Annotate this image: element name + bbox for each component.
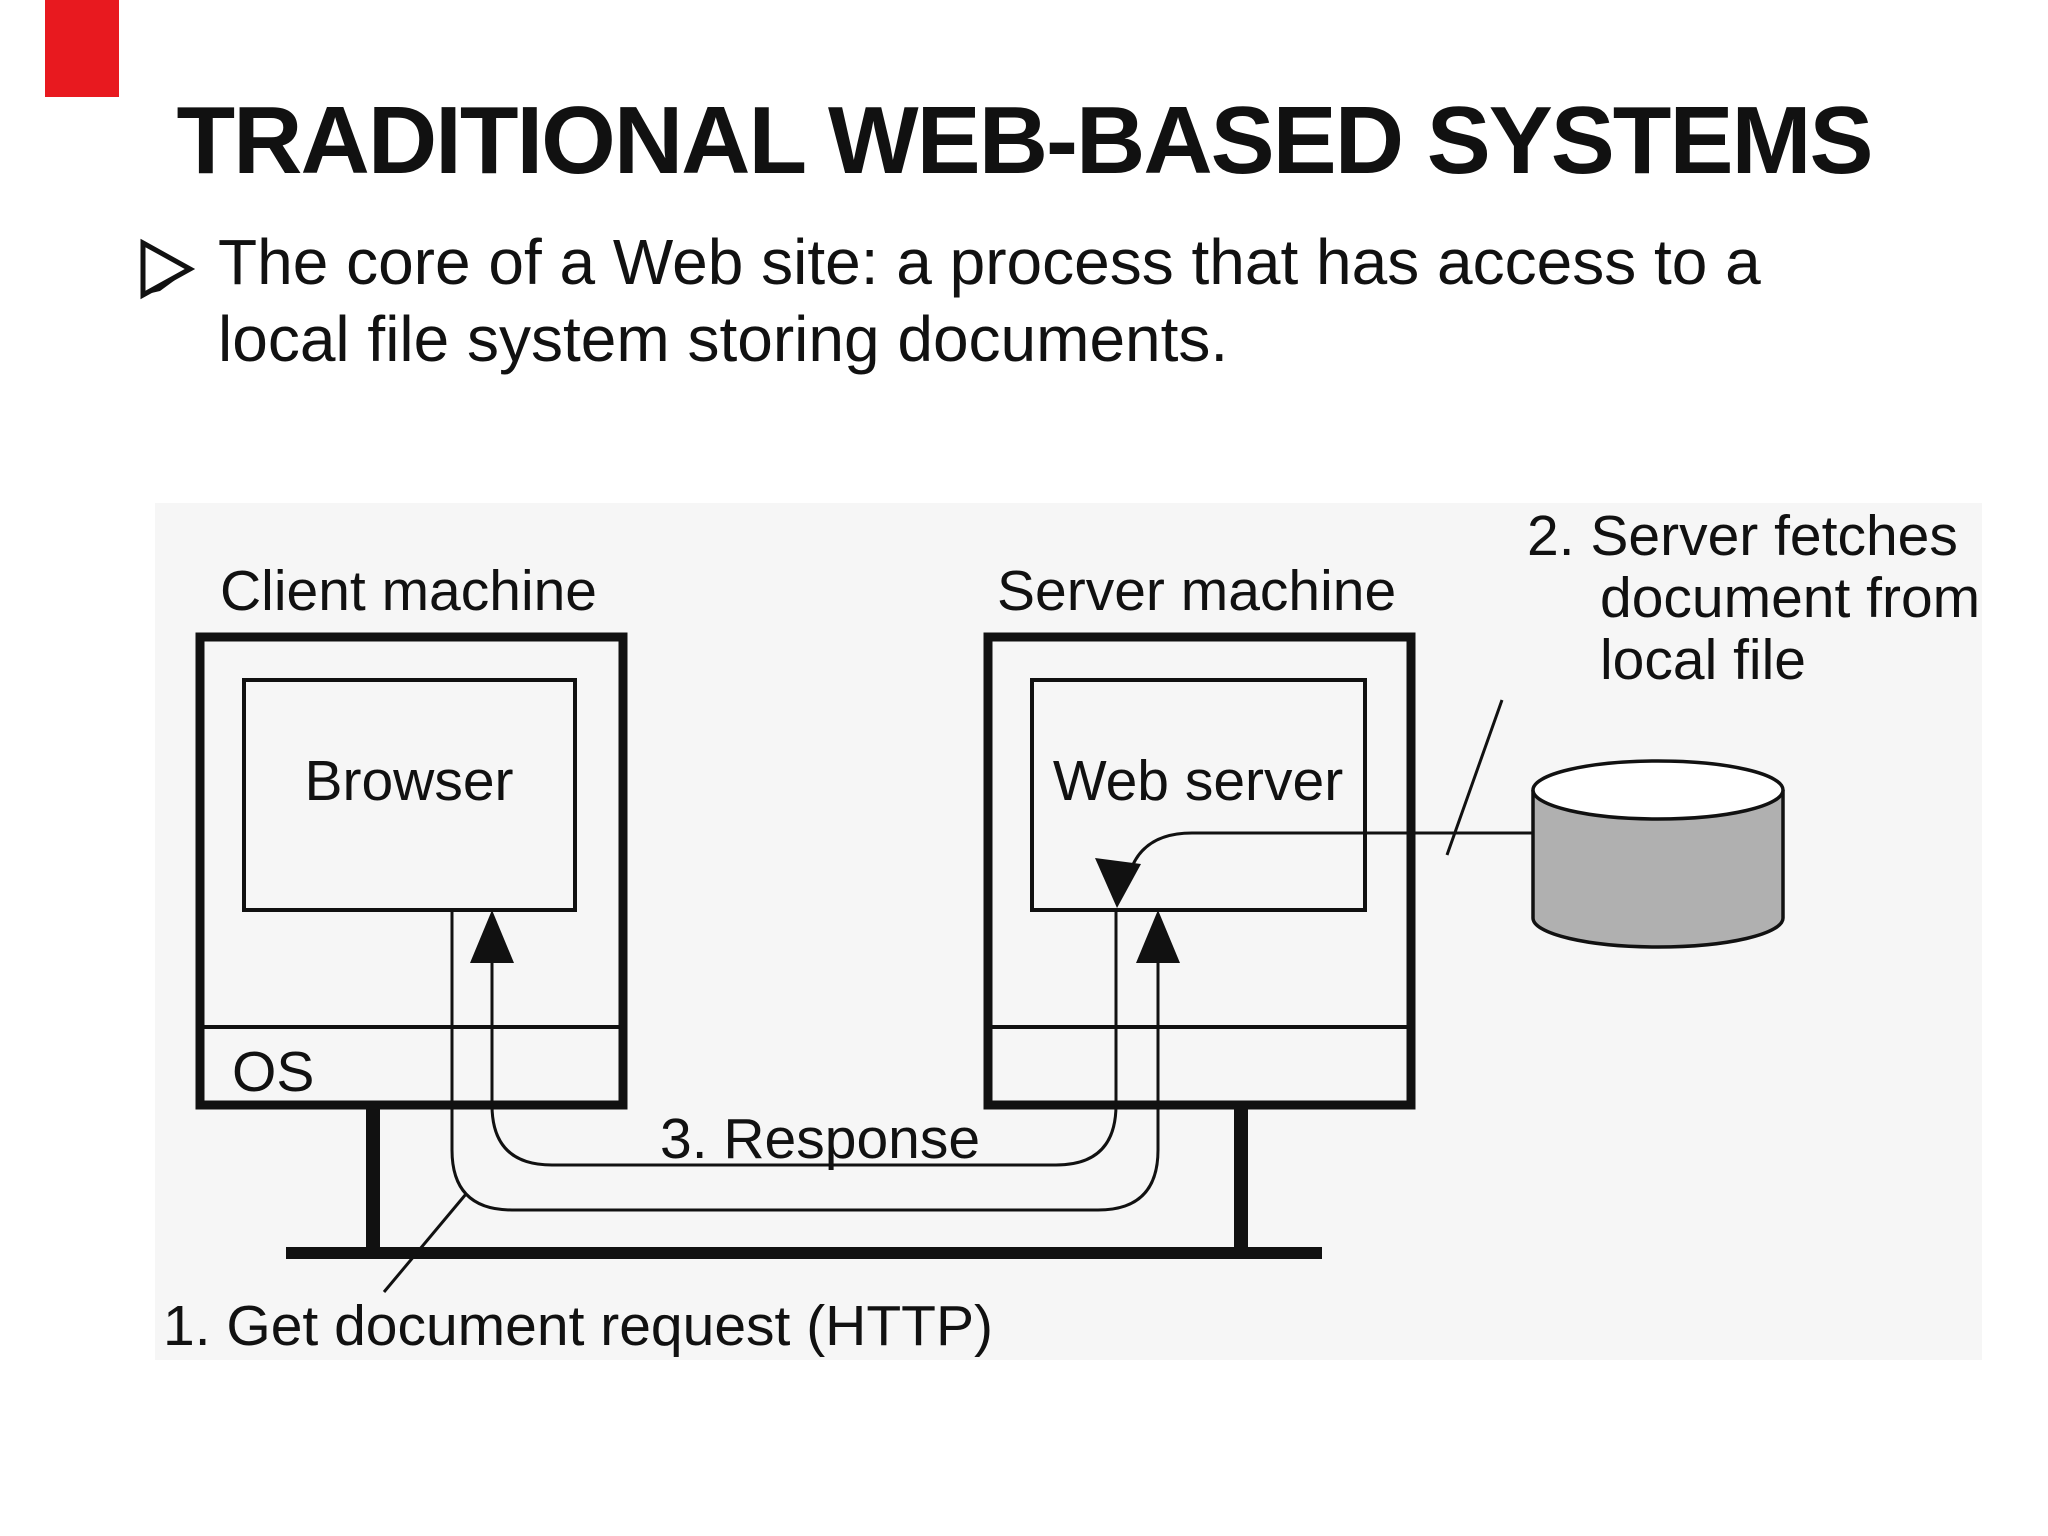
fetch-pointer-line (1445, 699, 1504, 856)
request-label: 1. Get document request (HTTP) (163, 1294, 993, 1358)
fetch-label-line2: document from (1600, 566, 1980, 630)
fetch-label-line1: 2. Server fetches (1527, 504, 1958, 568)
bullet-arrow-icon (140, 238, 196, 300)
request-arrowhead (1136, 910, 1180, 963)
server-machine-label: Server machine (997, 559, 1396, 623)
bullet-item: The core of a Web site: a process that h… (138, 224, 1938, 378)
client-machine-box (195, 632, 628, 1110)
fetch-label-line3: local file (1600, 628, 1806, 692)
bullet-text: The core of a Web site: a process that h… (218, 224, 1761, 378)
bullet-text-line1: The core of a Web site: a process that h… (218, 226, 1761, 298)
response-label: 3. Response (660, 1107, 980, 1171)
database-cylinder-top (1531, 759, 1785, 821)
client-machine-label: Client machine (220, 559, 597, 623)
fetch-arrowhead (1095, 858, 1141, 908)
server-machine-box (983, 632, 1416, 1110)
red-marker-rect (45, 0, 119, 97)
request-line (450, 910, 1160, 1212)
browser-box (242, 678, 577, 912)
red-marker (45, 0, 119, 97)
bullet-text-line2: local file system storing documents. (218, 303, 1229, 375)
web-server-box (1030, 678, 1367, 912)
client-network-stub (366, 1101, 380, 1253)
web-server-label: Web server (1053, 749, 1343, 813)
browser-label: Browser (304, 749, 513, 813)
response-arrowhead (470, 910, 514, 963)
page-title: TRADITIONAL WEB-BASED SYSTEMS (176, 87, 1874, 194)
server-network-stub (1234, 1101, 1248, 1253)
os-label: OS (232, 1040, 314, 1104)
database-cylinder-body (1531, 790, 1785, 949)
request-pointer-line (382, 1193, 468, 1293)
network-bus (286, 1247, 1322, 1259)
response-line (490, 912, 1118, 1167)
